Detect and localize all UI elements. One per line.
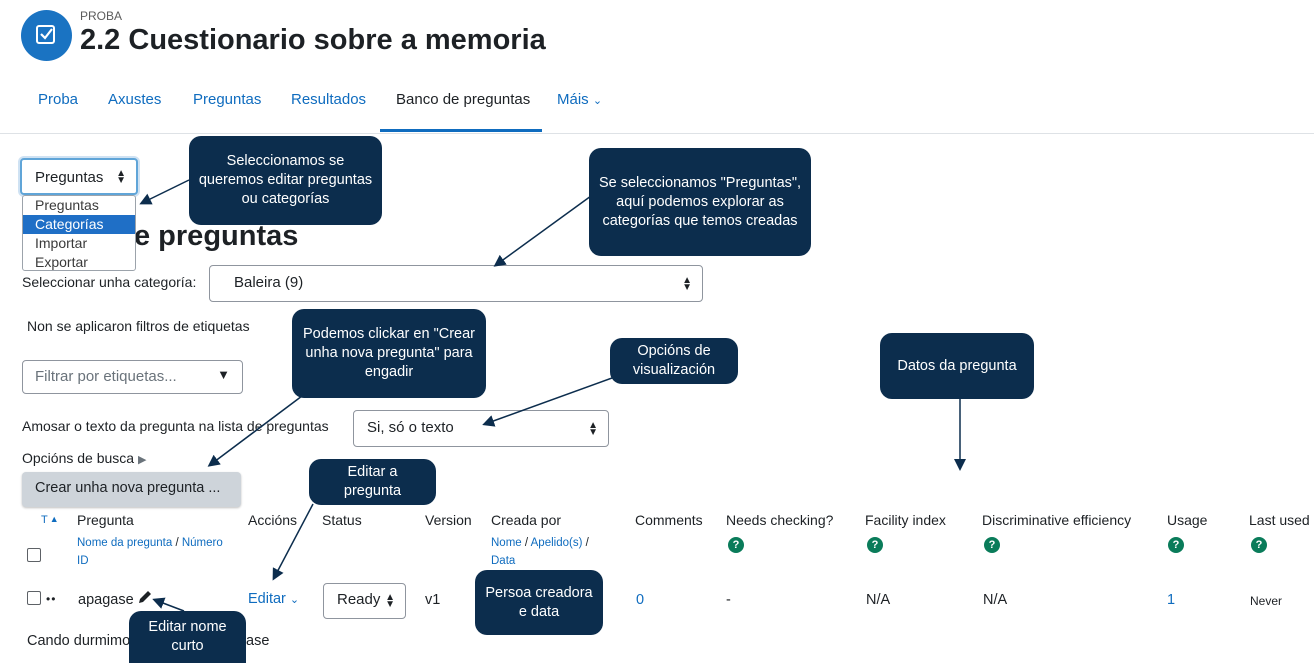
created-by-header: Creada por	[491, 512, 562, 528]
nav-resultados[interactable]: Resultados	[291, 91, 367, 108]
question-name: apagase	[78, 592, 134, 608]
status-header: Status	[322, 512, 362, 528]
version-cell: v1	[425, 592, 441, 608]
needs-checking-cell: -	[726, 592, 731, 608]
category-select-value: Baleira (9)	[234, 274, 304, 291]
usage-header: Usage	[1167, 512, 1208, 528]
question-bank-select[interactable]: Preguntas ▲▼	[20, 158, 138, 195]
type-header-label: T	[41, 514, 48, 526]
callout-creator: Persoa creadora e data	[475, 570, 603, 635]
callout-edit-name: Editar nome curto	[129, 611, 246, 663]
quiz-icon	[21, 10, 72, 61]
select-arrows-icon: ▲▼	[588, 419, 598, 438]
needs-checking-header: Needs checking?	[726, 512, 834, 528]
sort-creator-name[interactable]: Nome	[491, 537, 522, 549]
sort-question-id[interactable]: Número ID	[77, 537, 223, 567]
comments-count[interactable]: 0	[636, 592, 645, 608]
dropdown-option-exportar[interactable]: Exportar	[35, 254, 88, 270]
dropdown-triangle-icon: ▼	[217, 367, 230, 382]
search-options-toggle[interactable]: Opcións de busca ▶	[22, 450, 146, 466]
callout-select-type: Seleccionamos se queremos editar pregunt…	[189, 136, 382, 225]
help-icon[interactable]: ?	[1168, 537, 1184, 553]
page-title: 2.2 Cuestionario sobre a memoria	[80, 24, 546, 56]
dropdown-option-preguntas[interactable]: Preguntas	[35, 197, 99, 213]
comments-header[interactable]: Comments	[635, 512, 703, 528]
nav-axustes[interactable]: Axustes	[108, 91, 162, 108]
subheader-separator: /	[172, 537, 182, 549]
chevron-down-icon: ⌄	[592, 95, 603, 107]
question-text-suffix: ase	[246, 633, 270, 649]
nav-mais[interactable]: Máis ⌄	[557, 91, 602, 108]
show-text-select[interactable]: Si, só o texto ▲▼	[353, 410, 609, 447]
select-all-checkbox[interactable]	[27, 548, 41, 562]
question-bank-dropdown: Preguntas Categorías Importar Exportar	[22, 195, 136, 271]
select-arrows-icon: ▲▼	[682, 274, 692, 293]
sort-created-date[interactable]: Data	[491, 555, 516, 567]
question-subheader: Nome da pregunta / Número ID	[77, 534, 237, 570]
pencil-icon[interactable]	[137, 589, 153, 610]
search-options-label: Opcións de busca	[22, 450, 135, 466]
nav-active-indicator	[380, 129, 542, 132]
dropdown-option-importar[interactable]: Importar	[35, 235, 88, 251]
nav-proba[interactable]: Proba	[38, 91, 79, 108]
nav-divider	[0, 133, 1314, 134]
created-by-subheader: Nome / Apelido(s) / Data	[491, 537, 589, 567]
last-used-cell: Never	[1250, 594, 1283, 608]
actions-header: Accións	[248, 512, 298, 528]
sort-question-name[interactable]: Nome da pregunta	[77, 537, 173, 549]
show-text-label: Amosar o texto da pregunta na lista de p…	[22, 418, 329, 434]
activity-type-label: PROBA	[80, 9, 123, 23]
callout-view-options: Opcións de visualización	[610, 338, 738, 384]
category-label: Seleccionar unha categoría:	[22, 274, 197, 290]
usage-count[interactable]: 1	[1167, 592, 1176, 608]
facility-index-header: Facility index	[865, 512, 946, 528]
sort-asc-icon: ▲	[49, 514, 59, 524]
show-text-select-value: Si, só o texto	[367, 419, 454, 436]
sort-type-header[interactable]: T▲	[41, 514, 59, 526]
help-icon[interactable]: ?	[1251, 537, 1267, 553]
question-header[interactable]: Pregunta	[77, 512, 134, 528]
nav-preguntas[interactable]: Preguntas	[193, 91, 262, 108]
page-heading: e preguntas	[134, 220, 299, 252]
status-select-value: Ready	[337, 591, 381, 608]
category-select[interactable]: Baleira (9) ▲▼	[209, 265, 703, 302]
callout-categories: Se seleccionamos "Preguntas", aquí podem…	[589, 148, 811, 256]
edit-menu[interactable]: Editar ⌄	[248, 591, 299, 607]
callout-create: Podemos clickar en "Crear unha nova preg…	[292, 309, 486, 398]
callout-question-data: Datos da pregunta	[880, 333, 1034, 399]
question-type-icon: ••	[46, 592, 57, 606]
create-question-button[interactable]: Crear unha nova pregunta ...	[22, 472, 241, 507]
row-checkbox[interactable]	[27, 591, 41, 605]
question-text-prefix: Cando durmimo	[27, 633, 131, 649]
sort-creator-surname[interactable]: Apelido(s)	[530, 537, 583, 549]
discriminative-efficiency-header: Discriminative efficiency	[982, 512, 1132, 528]
tag-filter-input[interactable]: Filtrar por etiquetas... ▼	[22, 360, 243, 394]
tag-filter-placeholder: Filtrar por etiquetas...	[35, 368, 177, 385]
question-bank-select-value: Preguntas	[35, 169, 104, 186]
help-icon[interactable]: ?	[984, 537, 1000, 553]
help-icon[interactable]: ?	[728, 537, 744, 553]
select-arrows-icon: ▲▼	[385, 592, 395, 610]
no-tag-filters-text: Non se aplicaron filtros de etiquetas	[27, 318, 250, 334]
caret-right-icon: ▶	[137, 454, 147, 466]
status-select[interactable]: Ready ▲▼	[323, 583, 406, 619]
version-header: Version	[425, 512, 472, 528]
select-arrows-icon: ▲▼	[116, 167, 126, 186]
help-icon[interactable]: ?	[867, 537, 883, 553]
chevron-down-icon: ⌄	[289, 594, 300, 606]
last-used-header: Last used	[1249, 512, 1310, 528]
edit-menu-label: Editar	[248, 591, 286, 607]
dropdown-option-categorias[interactable]: Categorías	[23, 215, 135, 234]
facility-index-cell: N/A	[866, 592, 891, 608]
discriminative-cell: N/A	[983, 592, 1008, 608]
callout-edit-question: Editar a pregunta	[309, 459, 436, 505]
nav-mais-label: Máis	[557, 91, 589, 108]
nav-banco-preguntas[interactable]: Banco de preguntas	[396, 91, 531, 108]
